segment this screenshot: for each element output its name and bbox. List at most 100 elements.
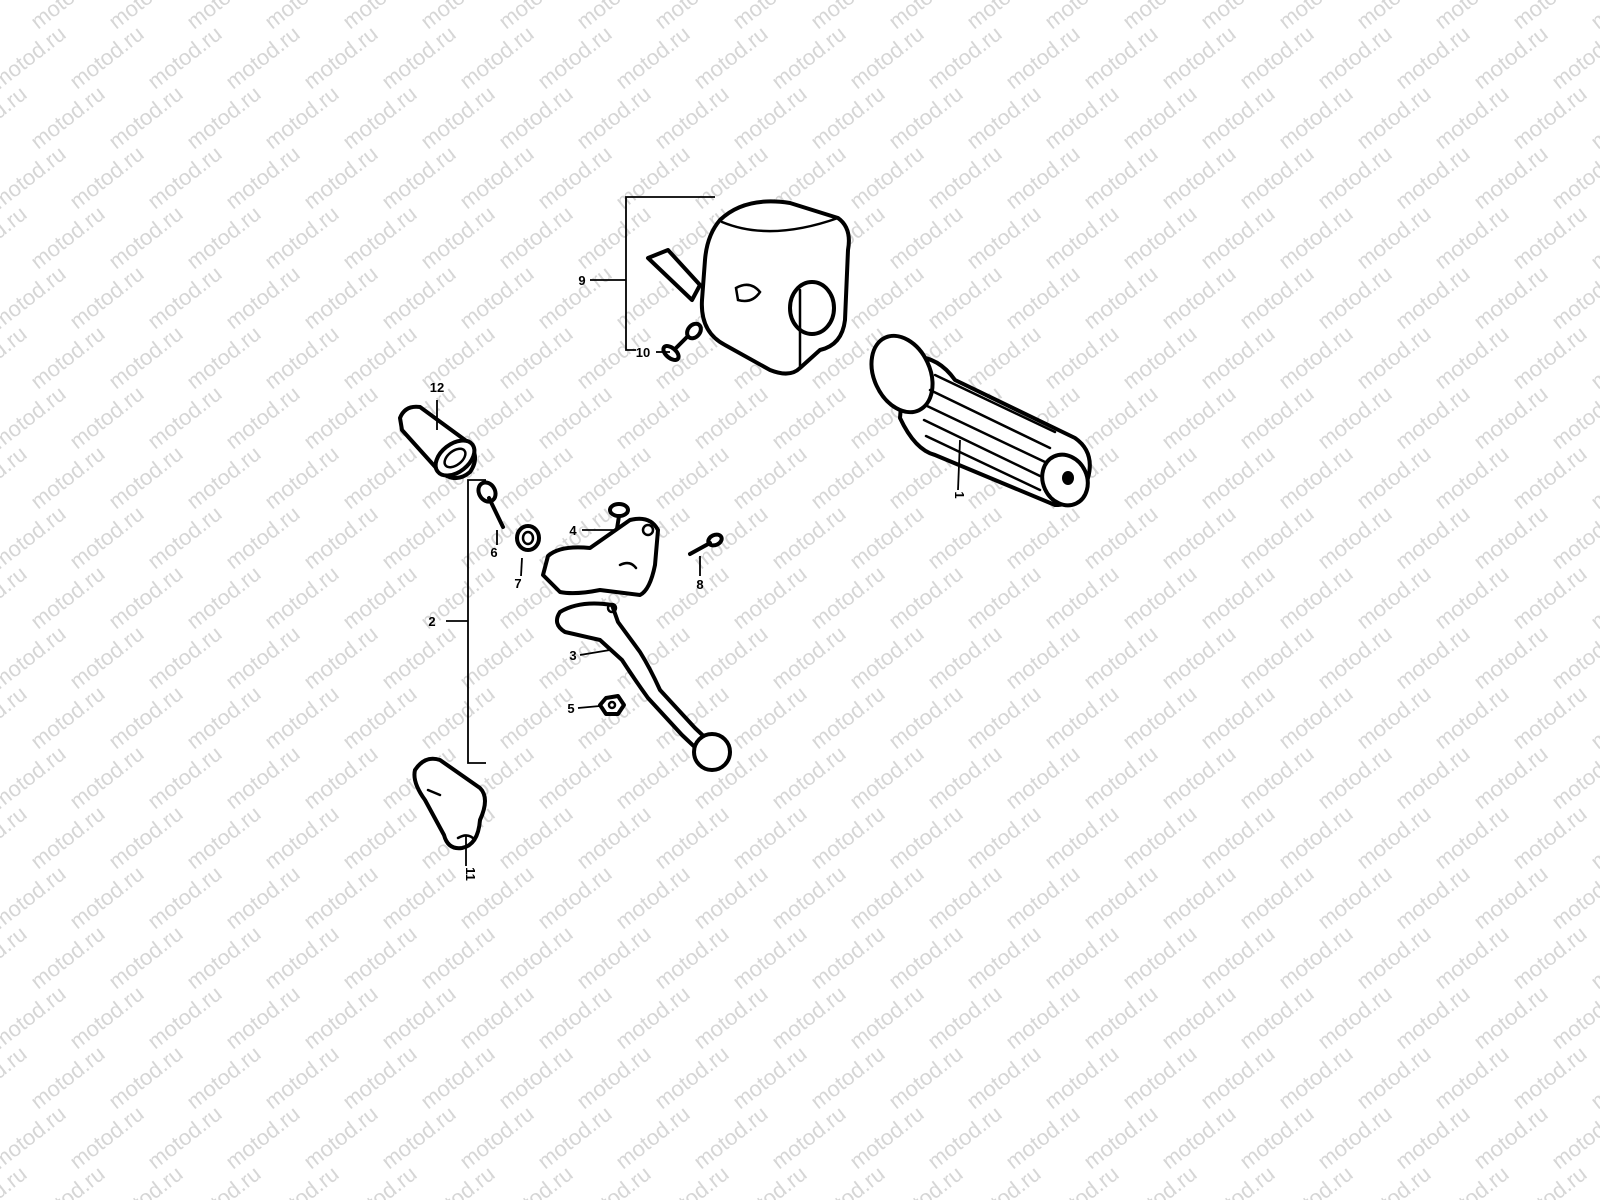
watermark-text: motod.ru bbox=[1586, 921, 1600, 994]
watermark-text: motod.ru bbox=[728, 561, 812, 634]
watermark-text: motod.ru bbox=[0, 1041, 31, 1114]
watermark-text: motod.ru bbox=[1391, 621, 1475, 694]
watermark-text: motod.ru bbox=[1352, 801, 1436, 874]
watermark-text: motod.ru bbox=[767, 501, 851, 574]
watermark-text: motod.ru bbox=[104, 1161, 188, 1200]
watermark-text: motod.ru bbox=[221, 621, 305, 694]
watermark-text: motod.ru bbox=[923, 21, 1007, 94]
watermark-text: motod.ru bbox=[0, 981, 70, 1054]
watermark-text: motod.ru bbox=[143, 381, 227, 454]
watermark-text: motod.ru bbox=[1352, 1161, 1436, 1200]
watermark-text: motod.ru bbox=[845, 861, 929, 934]
watermark-text: motod.ru bbox=[962, 921, 1046, 994]
watermark-text: motod.ru bbox=[1274, 1041, 1358, 1114]
watermark-text: motod.ru bbox=[221, 981, 305, 1054]
watermark-text: motod.ru bbox=[143, 861, 227, 934]
watermark-text: motod.ru bbox=[104, 561, 188, 634]
watermark-text: motod.ru bbox=[572, 1041, 656, 1114]
watermark-text: motod.ru bbox=[26, 921, 110, 994]
watermark-text: motod.ru bbox=[767, 741, 851, 814]
watermark-text: motod.ru bbox=[611, 1101, 695, 1174]
watermark-text: motod.ru bbox=[923, 141, 1007, 214]
watermark-text: motod.ru bbox=[1391, 21, 1475, 94]
watermark-text: motod.ru bbox=[845, 261, 929, 334]
watermark-text: motod.ru bbox=[533, 141, 617, 214]
watermark-text: motod.ru bbox=[1430, 561, 1514, 634]
watermark-text: motod.ru bbox=[1157, 381, 1241, 454]
watermark-text: motod.ru bbox=[1235, 981, 1319, 1054]
watermark-text: motod.ru bbox=[1118, 0, 1202, 34]
watermark-text: motod.ru bbox=[1079, 861, 1163, 934]
watermark-text: motod.ru bbox=[1274, 801, 1358, 874]
watermark-text: motod.ru bbox=[728, 801, 812, 874]
watermark-text: motod.ru bbox=[26, 0, 110, 34]
watermark-text: motod.ru bbox=[1001, 741, 1085, 814]
watermark-text: motod.ru bbox=[260, 0, 344, 34]
watermark-text: motod.ru bbox=[416, 0, 500, 34]
watermark-text: motod.ru bbox=[650, 1161, 734, 1200]
watermark-text: motod.ru bbox=[767, 861, 851, 934]
watermark-text: motod.ru bbox=[884, 81, 968, 154]
watermark-text: motod.ru bbox=[377, 981, 461, 1054]
watermark-text: motod.ru bbox=[962, 201, 1046, 274]
watermark-text: motod.ru bbox=[572, 81, 656, 154]
watermark-text: motod.ru bbox=[182, 801, 266, 874]
watermark-text: motod.ru bbox=[299, 141, 383, 214]
watermark-text: motod.ru bbox=[806, 921, 890, 994]
watermark-text: motod.ru bbox=[650, 561, 734, 634]
watermark-text: motod.ru bbox=[104, 1041, 188, 1114]
watermark-text: motod.ru bbox=[26, 801, 110, 874]
watermark-text: motod.ru bbox=[0, 81, 31, 154]
watermark-text: motod.ru bbox=[1313, 501, 1397, 574]
watermark-text: motod.ru bbox=[1157, 981, 1241, 1054]
watermark-text: motod.ru bbox=[455, 141, 539, 214]
watermark-text: motod.ru bbox=[1079, 741, 1163, 814]
watermark-text: motod.ru bbox=[494, 81, 578, 154]
watermark-text: motod.ru bbox=[1235, 741, 1319, 814]
watermark-text: motod.ru bbox=[689, 501, 773, 574]
watermark-text: motod.ru bbox=[299, 621, 383, 694]
watermark-text: motod.ru bbox=[1118, 1161, 1202, 1200]
watermark-text: motod.ru bbox=[299, 981, 383, 1054]
watermark-text: motod.ru bbox=[1352, 321, 1436, 394]
watermark-text: motod.ru bbox=[416, 921, 500, 994]
watermark-text: motod.ru bbox=[1157, 741, 1241, 814]
watermark-text: motod.ru bbox=[1469, 741, 1553, 814]
watermark-text: motod.ru bbox=[260, 201, 344, 274]
watermark-text: motod.ru bbox=[1274, 441, 1358, 514]
watermark-text: motod.ru bbox=[1508, 681, 1592, 754]
watermark-text: motod.ru bbox=[416, 1161, 500, 1200]
watermark-text: motod.ru bbox=[1040, 1161, 1124, 1200]
watermark-text: motod.ru bbox=[650, 1041, 734, 1114]
watermark-text: motod.ru bbox=[143, 981, 227, 1054]
watermark-text: motod.ru bbox=[611, 381, 695, 454]
watermark-text: motod.ru bbox=[1391, 861, 1475, 934]
watermark-text: motod.ru bbox=[1313, 381, 1397, 454]
watermark-text: motod.ru bbox=[26, 81, 110, 154]
watermark-text: motod.ru bbox=[962, 1161, 1046, 1200]
watermark-text: motod.ru bbox=[1352, 81, 1436, 154]
watermark-text: motod.ru bbox=[143, 1101, 227, 1174]
lever-bracket bbox=[541, 516, 660, 597]
watermark-text: motod.ru bbox=[182, 681, 266, 754]
watermark-text: motod.ru bbox=[650, 81, 734, 154]
watermark-text: motod.ru bbox=[650, 441, 734, 514]
watermark-text: motod.ru bbox=[1274, 921, 1358, 994]
watermark-text: motod.ru bbox=[1508, 0, 1592, 34]
watermark-text: motod.ru bbox=[1508, 801, 1592, 874]
cable-boot bbox=[398, 404, 477, 480]
watermark-text: motod.ru bbox=[1586, 1041, 1600, 1114]
watermark-text: motod.ru bbox=[0, 501, 70, 574]
callout-3: 3 bbox=[569, 648, 576, 663]
watermark-text: motod.ru bbox=[1313, 141, 1397, 214]
watermark-text: motod.ru bbox=[962, 801, 1046, 874]
watermark-text: motod.ru bbox=[182, 201, 266, 274]
watermark-text: motod.ru bbox=[806, 1161, 890, 1200]
watermark-text: motod.ru bbox=[572, 1161, 656, 1200]
watermark-text: motod.ru bbox=[494, 1041, 578, 1114]
watermark-text: motod.ru bbox=[1430, 321, 1514, 394]
watermark-text: motod.ru bbox=[260, 1161, 344, 1200]
watermark-text: motod.ru bbox=[377, 861, 461, 934]
watermark-text: motod.ru bbox=[0, 921, 31, 994]
